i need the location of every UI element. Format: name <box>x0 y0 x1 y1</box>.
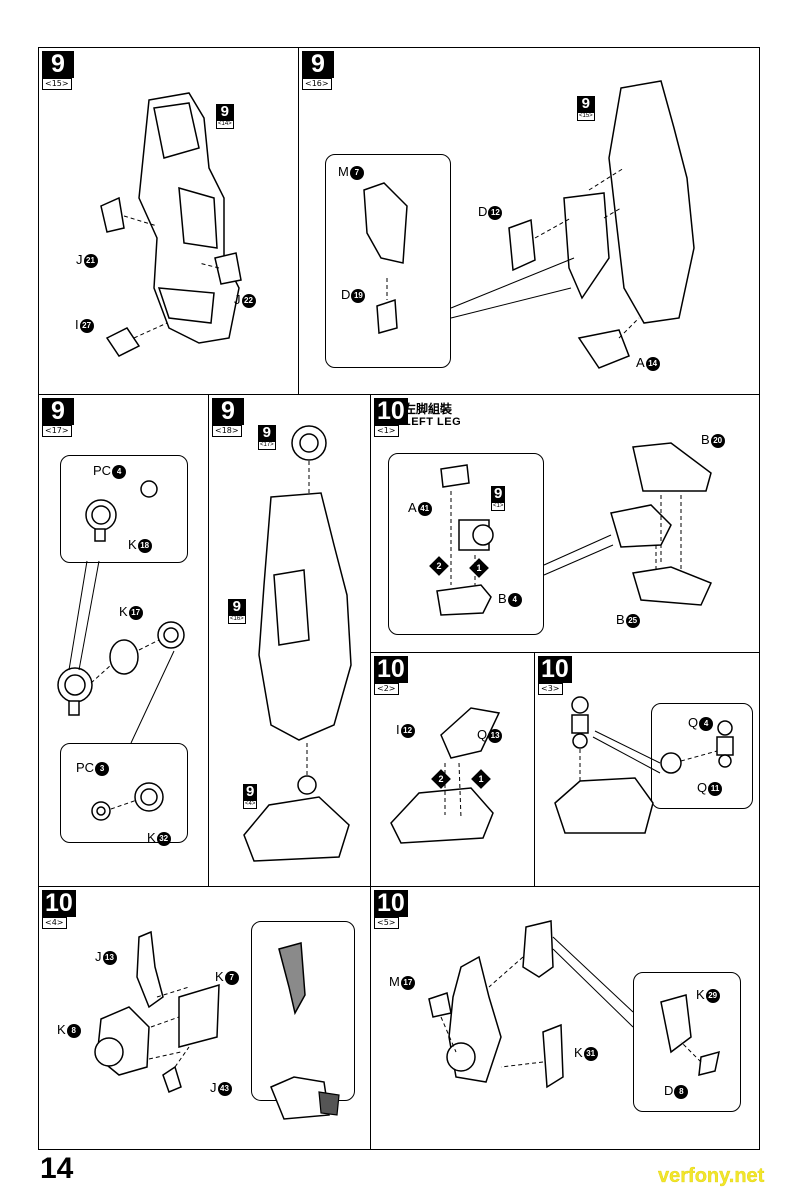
detail-inset <box>251 921 355 1101</box>
order-mark: 2 <box>431 769 451 789</box>
step-badge: 10 <box>538 656 572 683</box>
foot-assembly-illustration <box>436 442 713 616</box>
step-badge: 10 <box>374 656 408 683</box>
step-sub: <3> <box>538 683 563 695</box>
step-sub: <5> <box>374 917 399 929</box>
step-sub: <16> <box>302 78 332 90</box>
step-badge: 10 <box>42 890 76 917</box>
step-sub: <18> <box>212 425 242 437</box>
ref-badge: 9<15> <box>577 95 595 121</box>
panel-step-9-18: 9 <18> 9<17> 9<16> 9<4> <box>208 394 372 888</box>
joint-illustration <box>57 480 185 821</box>
section-title-jp: 左脚組裝 <box>404 402 453 416</box>
step-badge: 9 <box>42 398 74 425</box>
ref-badge: 9<16> <box>228 598 246 624</box>
detail-inset <box>60 743 188 843</box>
step-sub: <4> <box>42 917 67 929</box>
section-title-en: LEFT LEG <box>404 416 462 428</box>
watermark: verfony.net <box>658 1165 765 1187</box>
order-mark: 1 <box>471 769 491 789</box>
leg-armor-illustration <box>363 80 695 369</box>
order-mark: 2 <box>429 556 449 576</box>
ref-badge: 9<1> <box>491 485 506 511</box>
knee-frame-illustration <box>94 930 340 1120</box>
step-badge: 10 <box>374 890 408 917</box>
leg-foot-illustration <box>243 425 352 862</box>
ref-badge: 9<17> <box>258 424 276 450</box>
foot-armor-illustration <box>390 707 501 844</box>
page-number: 14 <box>40 1152 74 1185</box>
ref-badge: 9<4> <box>243 783 258 809</box>
step-sub: <1> <box>374 425 399 437</box>
step-badge: 9 <box>302 51 334 78</box>
step-badge: 10 <box>374 398 408 425</box>
ref-badge: 9<14> <box>216 103 234 129</box>
step-badge: 9 <box>212 398 244 425</box>
step-badge: 9 <box>42 51 74 78</box>
leg-assembly-illustration <box>100 92 242 357</box>
step-sub: <2> <box>374 683 399 695</box>
ankle-joint-illustration <box>554 696 734 834</box>
step-sub: <15> <box>42 78 72 90</box>
order-mark: 1 <box>469 558 489 578</box>
knee-armor-illustration <box>428 920 720 1089</box>
step-sub: <17> <box>42 425 72 437</box>
